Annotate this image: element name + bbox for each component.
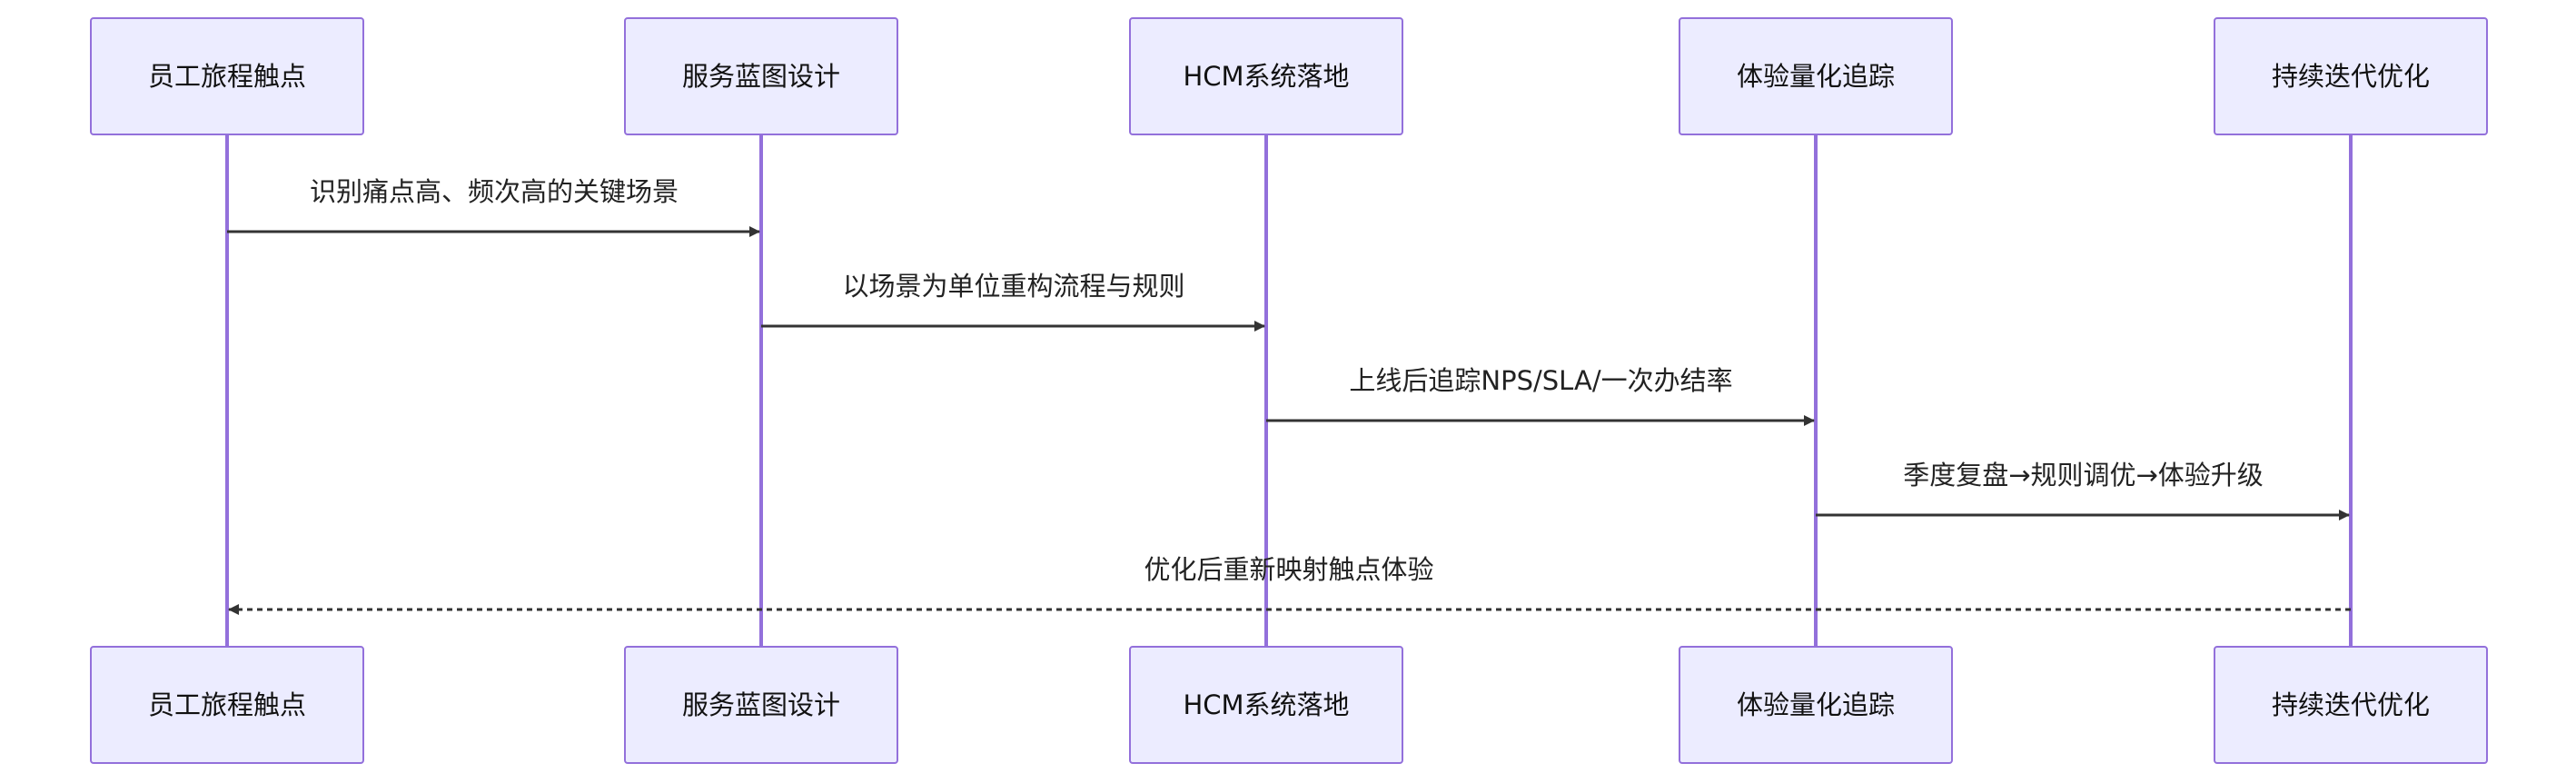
message-4: 季度复盘→规则调优→体验升级 [1816, 460, 2350, 520]
participants-bottom: 员工旅程触点 服务蓝图设计 HCM系统落地 体验量化追踪 持续迭代优化 [90, 646, 2488, 764]
participant-label: 体验量化追踪 [1737, 689, 1895, 720]
participant-box [2214, 17, 2488, 135]
participant-bottom-p2: 服务蓝图设计 [624, 646, 898, 764]
message-1: 识别痛点高、频次高的关键场景 [227, 176, 760, 237]
participant-label: 体验量化追踪 [1737, 61, 1895, 92]
participant-box [1129, 646, 1403, 764]
participant-box [1679, 646, 1953, 764]
participant-top-p1: 员工旅程触点 [90, 17, 364, 135]
message-label: 上线后追踪NPS/SLA/一次办结率 [1349, 365, 1732, 396]
participant-label: 员工旅程触点 [148, 61, 306, 92]
participant-box [1679, 17, 1953, 135]
participant-bottom-p1: 员工旅程触点 [90, 646, 364, 764]
participant-label: 服务蓝图设计 [682, 61, 840, 92]
participant-label: 服务蓝图设计 [682, 689, 840, 720]
lifelines [225, 134, 2353, 647]
participant-box [624, 17, 898, 135]
message-label: 优化后重新映射触点体验 [1144, 554, 1433, 585]
message-label: 识别痛点高、频次高的关键场景 [310, 176, 679, 207]
participant-label: 持续迭代优化 [2272, 689, 2430, 720]
participant-top-p3: HCM系统落地 [1129, 17, 1403, 135]
participant-label: 持续迭代优化 [2272, 61, 2430, 92]
message-2: 以场景为单位重构流程与规则 [761, 271, 1265, 332]
participant-top-p5: 持续迭代优化 [2214, 17, 2488, 135]
participant-label: HCM系统落地 [1183, 689, 1349, 720]
participant-box [90, 646, 364, 764]
participant-label: 员工旅程触点 [148, 689, 306, 720]
participant-box [1129, 17, 1403, 135]
message-3: 上线后追踪NPS/SLA/一次办结率 [1266, 365, 1815, 426]
participant-top-p4: 体验量化追踪 [1679, 17, 1953, 135]
participant-bottom-p4: 体验量化追踪 [1679, 646, 1953, 764]
participant-bottom-p5: 持续迭代优化 [2214, 646, 2488, 764]
participant-box [624, 646, 898, 764]
participant-label: HCM系统落地 [1183, 61, 1349, 92]
messages: 识别痛点高、频次高的关键场景以场景为单位重构流程与规则上线后追踪NPS/SLA/… [227, 176, 2351, 615]
participant-box [2214, 646, 2488, 764]
participant-top-p2: 服务蓝图设计 [624, 17, 898, 135]
participants-top: 员工旅程触点 服务蓝图设计 HCM系统落地 体验量化追踪 持续迭代优化 [90, 17, 2488, 135]
message-5: 优化后重新映射触点体验 [228, 554, 2351, 615]
message-label: 以场景为单位重构流程与规则 [842, 271, 1184, 302]
participant-bottom-p3: HCM系统落地 [1129, 646, 1403, 764]
participant-box [90, 17, 364, 135]
message-label: 季度复盘→规则调优→体验升级 [1903, 460, 2264, 491]
